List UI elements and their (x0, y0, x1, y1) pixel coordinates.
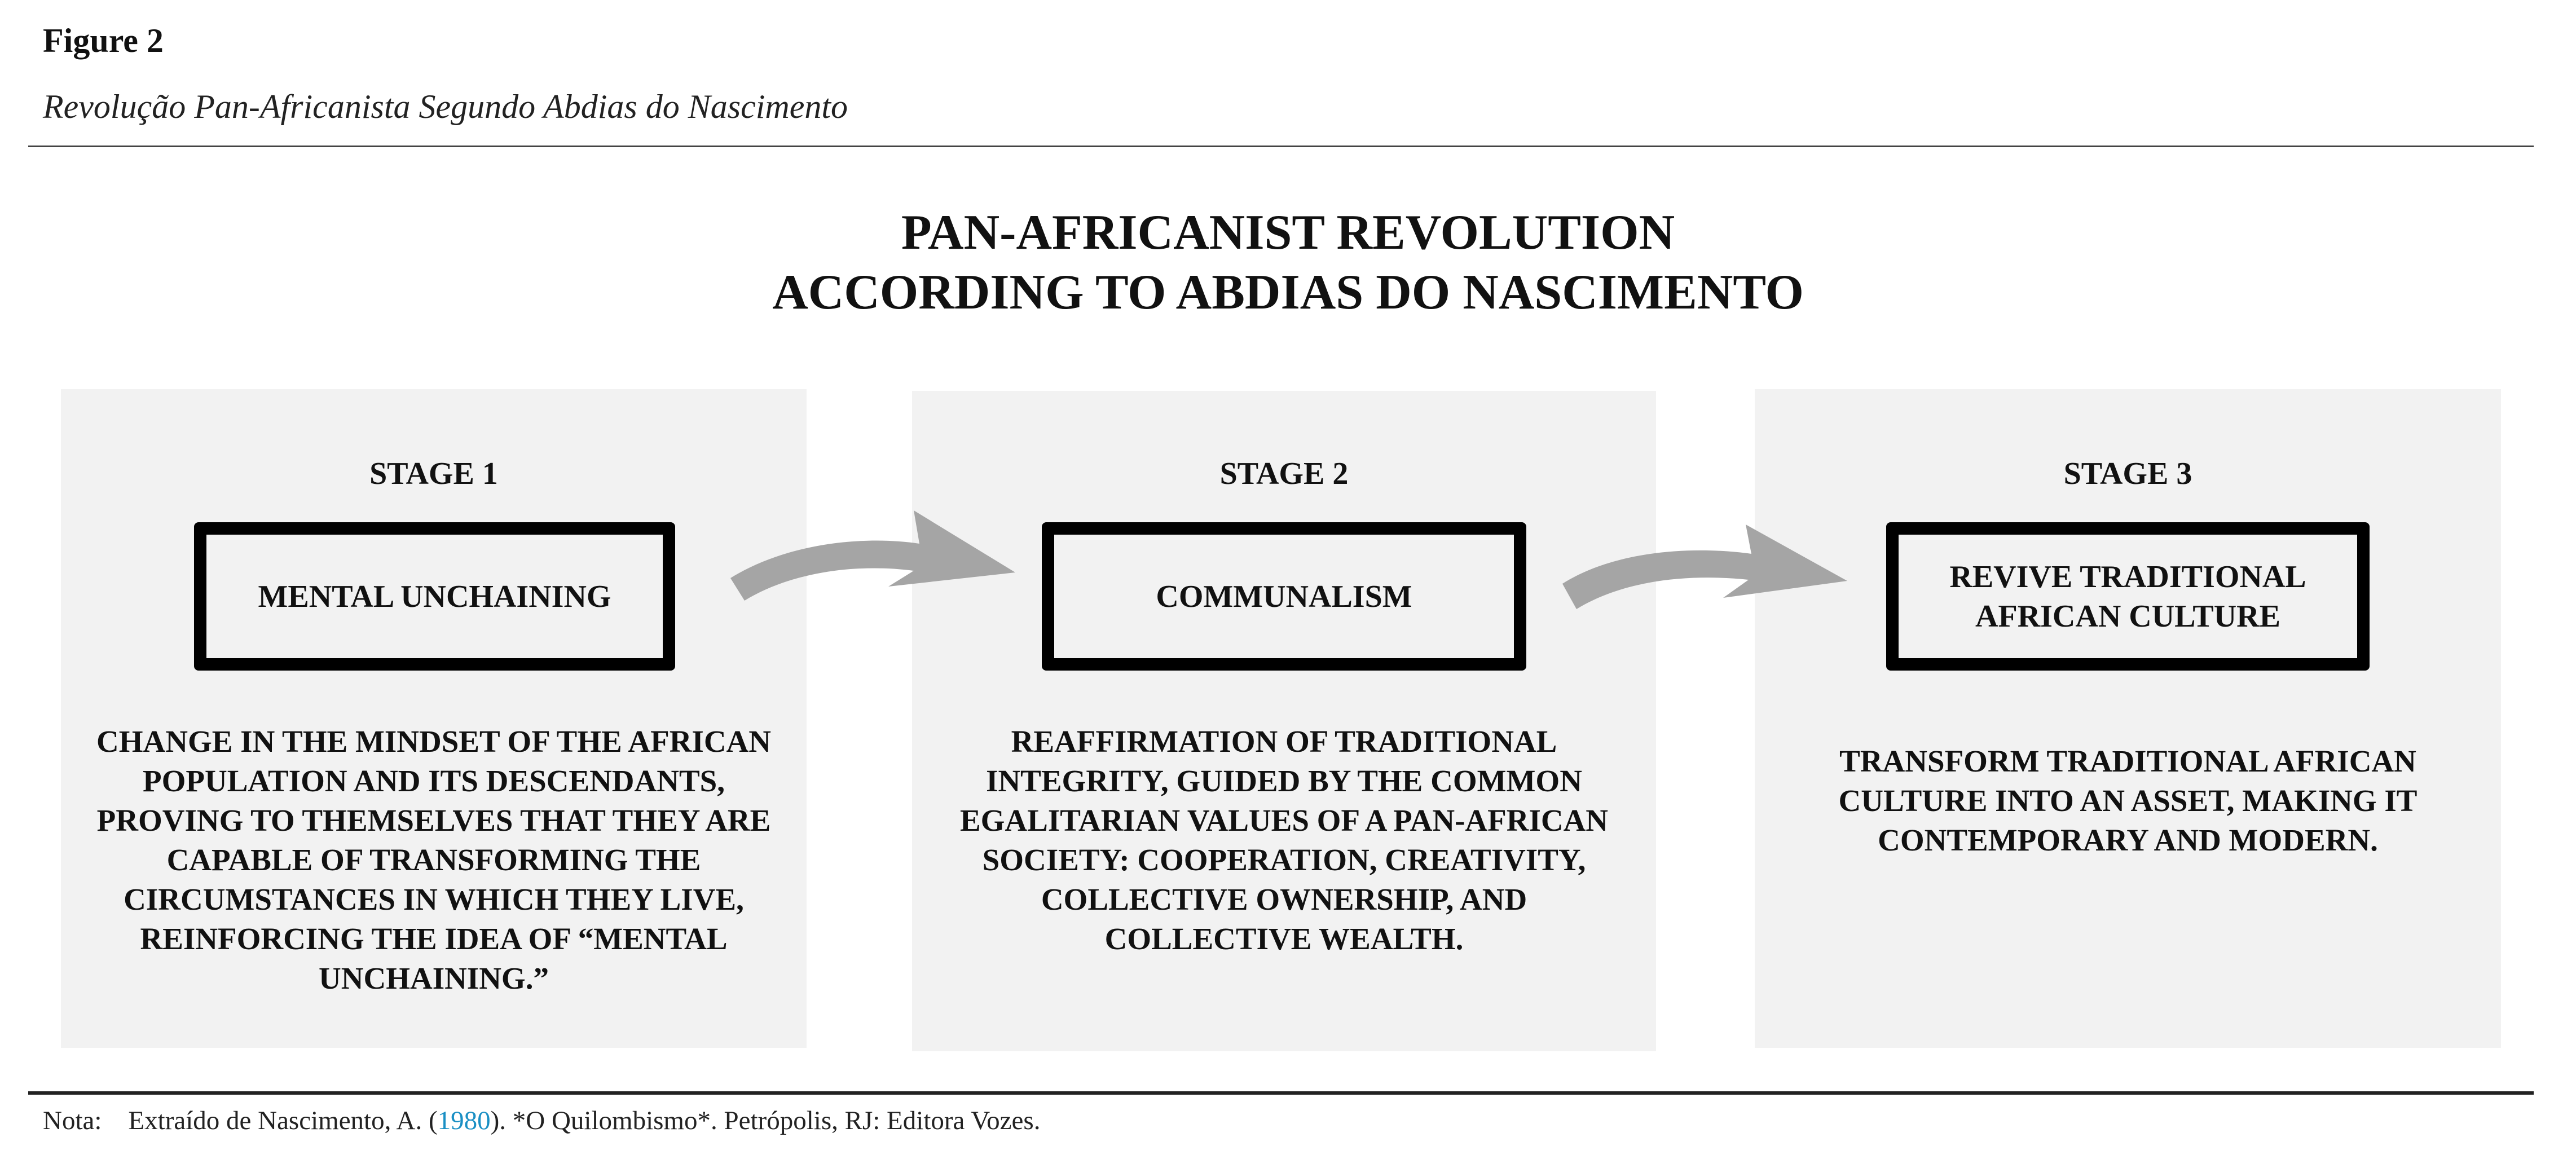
source-note: Nota: Extraído de Nascimento, A. (1980).… (43, 1105, 1040, 1136)
stage-1-description: CHANGE IN THE MINDSET OF THE AFRICAN POP… (96, 724, 771, 995)
arrow-right-icon (1562, 525, 1847, 609)
stage-3-label: STAGE 3 (2063, 456, 2192, 491)
stage-1-box: MENTAL UNCHAINING (194, 522, 675, 671)
stage-1-label: STAGE 1 (369, 456, 498, 491)
diagram-title-line-1: PAN-AFRICANIST REVOLUTION (901, 205, 1675, 260)
stage-3-panel: STAGE 3 REVIVE TRADITIONAL AFRICAN CULTU… (1755, 389, 2501, 1048)
stage-1-panel: STAGE 1 MENTAL UNCHAINING CHANGE IN THE … (61, 389, 807, 1048)
stage-3-box: REVIVE TRADITIONAL AFRICAN CULTURE (1886, 522, 2370, 671)
stage-2-box: COMMUNALISM (1042, 522, 1526, 671)
citation-year-link[interactable]: 1980 (437, 1106, 491, 1135)
note-text-before: Extraído de Nascimento, A. ( (128, 1106, 438, 1135)
note-text-after: ). *O Quilombismo*. Petrópolis, RJ: Edit… (490, 1106, 1041, 1135)
diagram-title-line-2: ACCORDING TO ABDIAS DO NASCIMENTO (772, 265, 1804, 320)
stage-2-description: REAFFIRMATION OF TRADITIONAL INTEGRITY, … (959, 724, 1609, 956)
stage-3-description: TRANSFORM TRADITIONAL AFRICAN CULTURE IN… (1838, 744, 2418, 857)
figure-caption: Revolução Pan-Africanista Segundo Abdias… (43, 88, 848, 125)
note-label: Nota: (43, 1106, 102, 1135)
top-divider (28, 146, 2534, 147)
diagram-title: PAN-AFRICANIST REVOLUTION ACCORDING TO A… (0, 203, 2576, 323)
bottom-divider (28, 1091, 2534, 1095)
figure-label: Figure 2 (43, 22, 164, 59)
stage-2-label: STAGE 2 (1219, 456, 1349, 491)
stage-2-panel: STAGE 2 COMMUNALISM REAFFIRMATION OF TRA… (912, 391, 1656, 1051)
arrow-right-icon (730, 510, 1015, 601)
